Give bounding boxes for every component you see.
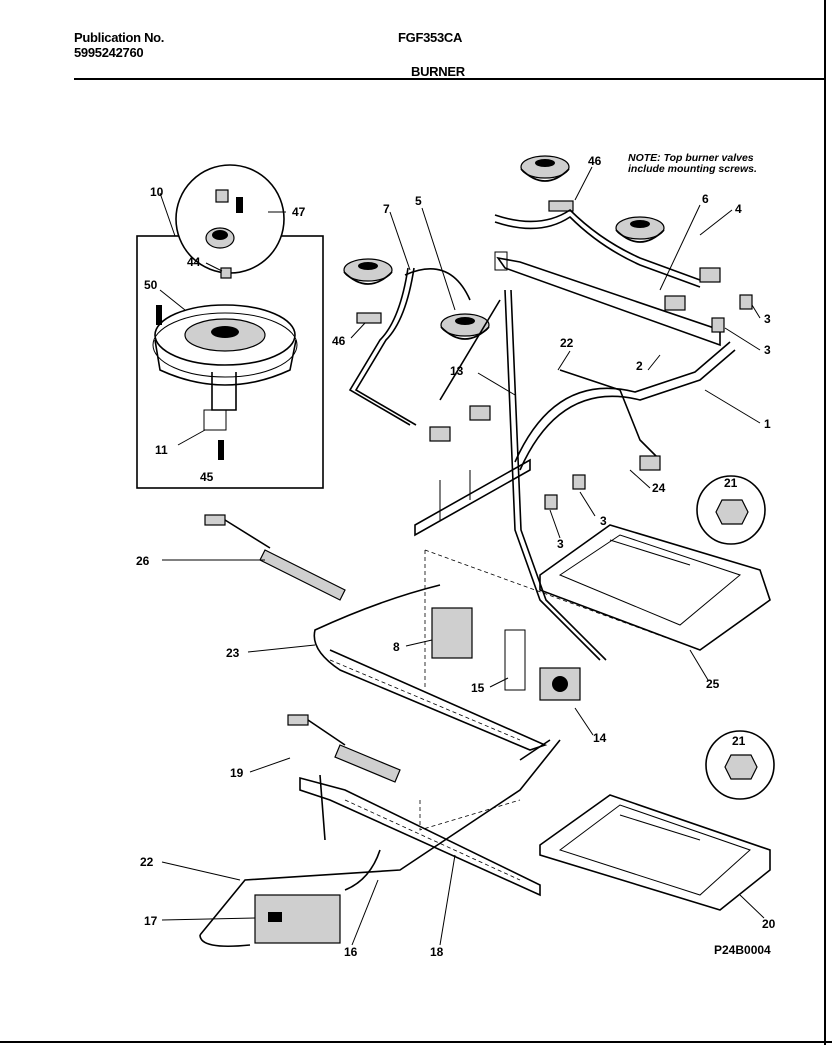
- burner-head-part: [152, 304, 298, 431]
- callout-23: 23: [226, 646, 240, 660]
- burner-valves: [429, 267, 721, 471]
- callout-17: 17: [144, 914, 158, 928]
- baffle-25: [539, 524, 771, 651]
- callout-22-lower: 22: [140, 855, 154, 869]
- callout-21-upper: 21: [724, 476, 738, 490]
- callout-21-lower: 21: [732, 734, 746, 748]
- callout-5: 5: [415, 194, 422, 208]
- callout-3-d: 3: [557, 537, 564, 551]
- publication-number: 5995242760: [74, 45, 144, 60]
- top-burner-rear-left: [520, 155, 570, 182]
- publication-label: Publication No.: [74, 30, 165, 45]
- manifold-pipe-1: [494, 251, 721, 347]
- alignment-line: [419, 799, 521, 831]
- top-burner-center: [440, 313, 490, 340]
- nut-21-lower: [724, 754, 758, 780]
- callout-labels: 10 47 44 50 11 45 7 5 46 46 6 4 3 3 1 2 …: [136, 154, 776, 959]
- callout-10: 10: [150, 185, 164, 199]
- callout-50: 50: [144, 278, 158, 292]
- callout-6: 6: [702, 192, 709, 206]
- frame-border-bottom: [0, 1041, 832, 1043]
- thermostat-bulb-8: [431, 607, 473, 659]
- screw-detail-parts: [205, 189, 243, 249]
- frame-border-right: [824, 0, 826, 1045]
- callout-16: 16: [344, 945, 358, 959]
- callout-22-upper: 22: [560, 336, 574, 350]
- callout-7: 7: [383, 202, 390, 216]
- callout-19: 19: [230, 766, 244, 780]
- callout-18: 18: [430, 945, 444, 959]
- burner-bracket-46-left: [356, 312, 382, 324]
- oven-burner-23: [313, 584, 551, 761]
- top-burner-rear-right: [615, 216, 665, 243]
- ignitor-26: [204, 514, 346, 601]
- baffle-20: [539, 794, 771, 911]
- nut-21-upper: [715, 499, 749, 525]
- callout-24: 24: [652, 481, 666, 495]
- callout-2: 2: [636, 359, 643, 373]
- oven-safety-valve-14: [539, 667, 581, 701]
- ignitor-19: [287, 714, 401, 783]
- callout-8: 8: [393, 640, 400, 654]
- callout-1: 1: [764, 417, 771, 431]
- burner-bracket-46-right: [548, 200, 574, 212]
- callout-46-right: 46: [588, 154, 602, 168]
- diagram-code: P24B0004: [714, 943, 771, 957]
- header-rule: [74, 78, 824, 80]
- broil-valve-17: [254, 894, 341, 944]
- callout-20: 20: [762, 917, 776, 931]
- top-burner-left: [343, 258, 393, 285]
- callout-3-b: 3: [764, 343, 771, 357]
- callout-14: 14: [593, 731, 607, 745]
- gas-tubing: [348, 208, 736, 661]
- screw-part-45: [218, 440, 224, 460]
- manifold-bracket: [414, 458, 531, 537]
- screw-part-44: [220, 267, 232, 279]
- bracket-15: [504, 629, 526, 691]
- broil-burner-18: [299, 774, 541, 897]
- broil-tubing: [199, 739, 561, 948]
- callout-leaders: [159, 166, 765, 946]
- callout-46-left: 46: [332, 334, 346, 348]
- callout-11: 11: [155, 443, 168, 457]
- callout-13: 13: [450, 364, 464, 378]
- callout-15: 15: [471, 681, 485, 695]
- callout-45: 45: [200, 470, 214, 484]
- valve-knob-clips-3: [544, 294, 753, 510]
- callout-44: 44: [187, 255, 201, 269]
- callout-3-a: 3: [764, 312, 771, 326]
- mounting-note: NOTE: Top burner valves include mounting…: [628, 152, 757, 175]
- callout-26: 26: [136, 554, 150, 568]
- callout-3-c: 3: [600, 514, 607, 528]
- callout-47: 47: [292, 205, 306, 219]
- screw-part-50: [156, 305, 162, 325]
- callout-4: 4: [735, 202, 742, 216]
- model-number: FGF353CA: [398, 30, 463, 45]
- section-title: BURNER: [411, 64, 465, 79]
- callout-25: 25: [706, 677, 720, 691]
